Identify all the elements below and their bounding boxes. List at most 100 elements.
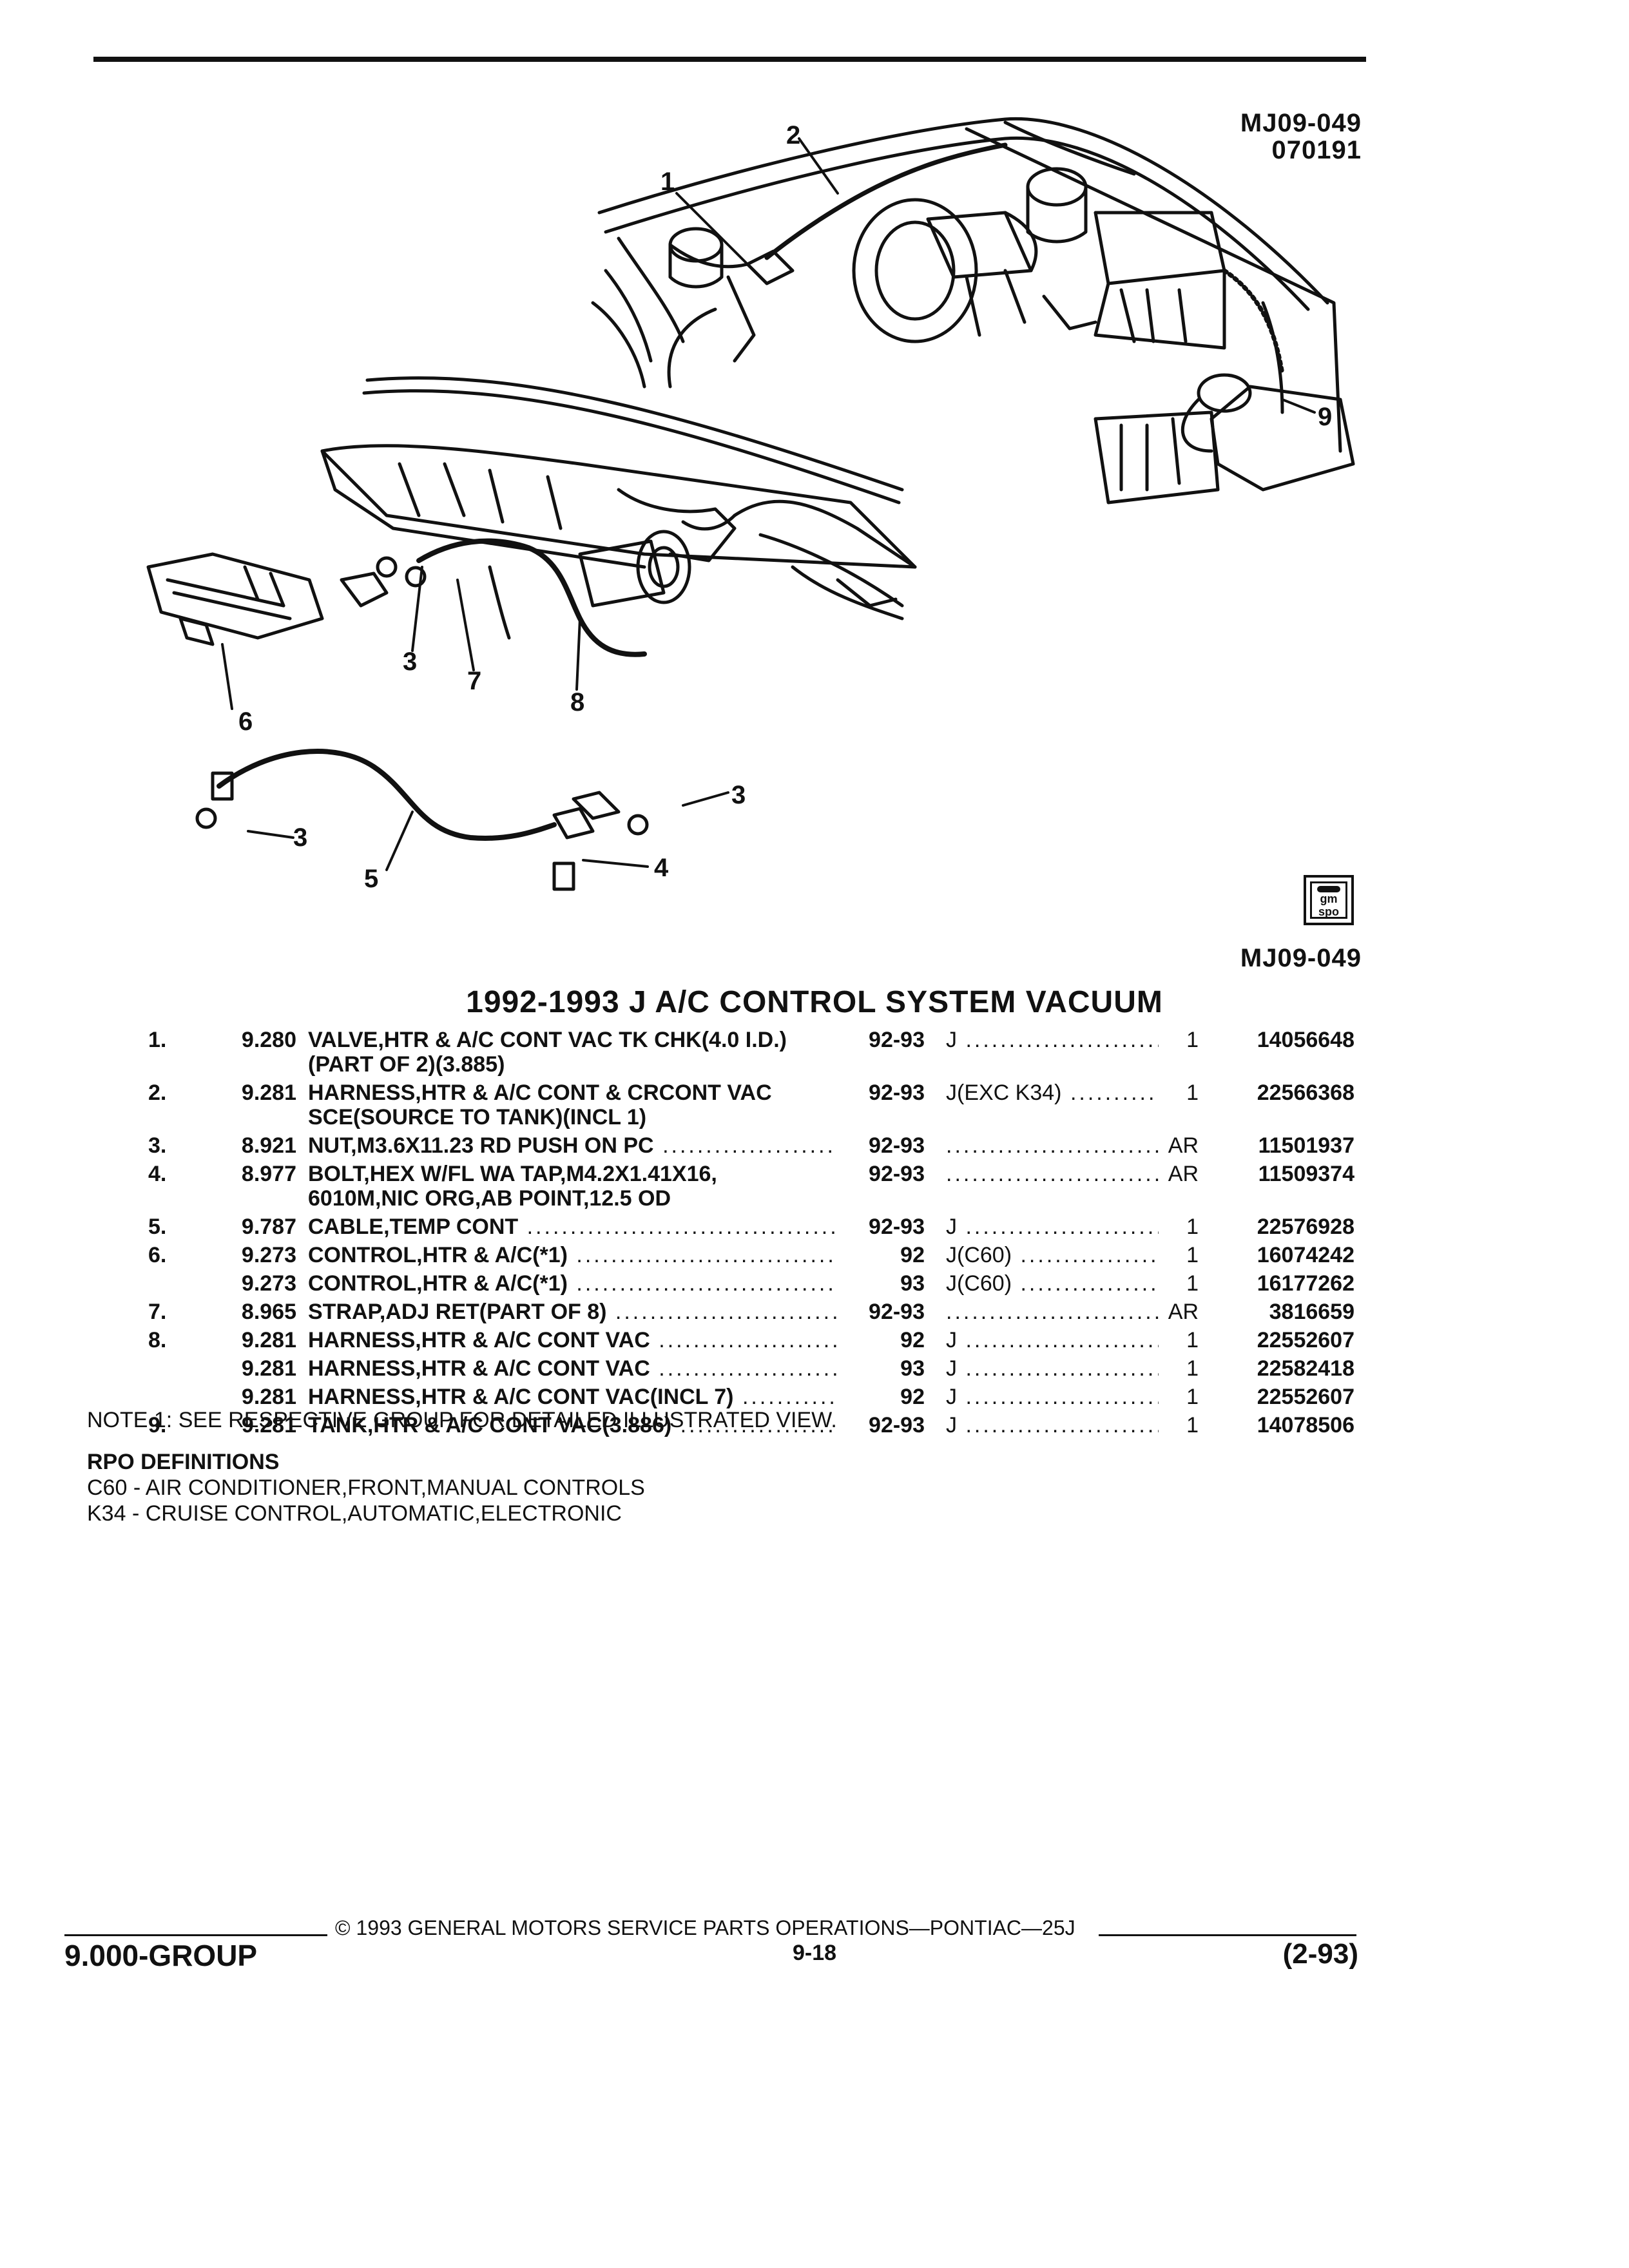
top-rule [93,57,1366,62]
part-usage: .............................. [946,1162,1159,1186]
part-desc-text: ,HEX W/FL WA TAP,M4.2X1.41X16, [363,1162,717,1186]
part-ref: 1. [148,1028,167,1052]
part-name: NUT [308,1133,351,1158]
part-years: 92-93 [869,1300,925,1324]
part-description: CONTROL,HTR & A/C(*1) ..................… [308,1271,836,1296]
part-group: 9.281 [241,1413,296,1437]
part-years: 92-93 [869,1081,925,1105]
part-years: 92 [900,1243,925,1267]
part-name: CONTROL [308,1271,417,1296]
part-usage: J(C60) .............................. [946,1243,1159,1267]
callout-1: 1 [660,168,675,196]
part-qty: 1 [1186,1385,1199,1409]
part-name: HARNESS [308,1385,416,1409]
part-name: STRAP [308,1300,380,1324]
part-description: CABLE,TEMP CONT ........................… [308,1215,836,1239]
part-years: 93 [900,1356,925,1381]
part-number: 14078506 [1257,1413,1354,1437]
part-number: 22576928 [1257,1215,1354,1239]
part-description: BOLT,HEX W/FL WA TAP,M4.2X1.41X16, [308,1162,836,1187]
footer-copyright: © 1993 GENERAL MOTORS SERVICE PARTS OPER… [335,1916,1075,1939]
part-usage: J .............................. [946,1356,1159,1381]
callout-5: 5 [364,865,379,893]
footer-rule-right [1099,1934,1356,1936]
part-years: 92-93 [869,1028,925,1052]
part-description: TANK,HTR & A/C CONT VAC(3.886) .........… [308,1413,836,1437]
part-name: HARNESS [308,1356,416,1381]
part-name: CONTROL [308,1243,417,1267]
part-number: 14056648 [1257,1028,1354,1052]
part-group: 9.280 [241,1028,296,1052]
part-usage: J .............................. [946,1328,1159,1352]
part-usage: J(EXC K34) .............................… [946,1081,1159,1105]
part-description: NUT,M3.6X11.23 RD PUSH ON PC ...........… [308,1133,836,1158]
part-years: 92-93 [869,1413,925,1437]
part-group: 8.921 [241,1133,296,1158]
rpo-heading: RPO DEFINITIONS [87,1450,280,1474]
part-desc-text: ,HTR & A/C CONT VAC(3.886) [367,1413,672,1437]
part-ref: 8. [148,1328,167,1352]
parts-table-row: 1. 9.280 92-93 1 14056648 VALVE,HTR & A/C CON… [0,1028,1629,1056]
part-description-line2: (PART OF 2)(3.885) [308,1052,505,1077]
part-description: HARNESS,HTR & A/C CONT & CRCONT VAC [308,1081,836,1106]
callout-3b: 3 [293,823,308,852]
part-qty: 1 [1186,1328,1199,1352]
part-desc-text: ,ADJ RET(PART OF 8) [379,1300,607,1324]
part-group: 9.281 [241,1356,296,1381]
part-group: 9.273 [241,1271,296,1296]
part-desc-text: ,HTR & A/C CONT & CRCONT VAC [415,1081,772,1105]
part-description: HARNESS,HTR & A/C CONT VAC .............… [308,1356,836,1381]
part-desc-text: ,HTR & A/C CONT VAC TK CHK(4.0 I.D.) [378,1028,787,1052]
part-qty: 1 [1186,1215,1199,1239]
part-years: 92-93 [869,1162,925,1186]
part-qty: 1 [1186,1356,1199,1381]
hvac-module-drawing [146,376,917,657]
part-desc-text: ,TEMP CONT [383,1215,519,1239]
part-group: 9.281 [241,1385,296,1409]
part-description: STRAP,ADJ RET(PART OF 8) ...............… [308,1300,836,1324]
callout-9: 9 [1318,403,1333,431]
part-usage: J .............................. [946,1215,1159,1239]
part-group: 9.281 [241,1081,296,1105]
part-years: 93 [900,1271,925,1296]
part-group: 8.965 [241,1300,296,1324]
part-qty: 1 [1186,1028,1199,1052]
footer-rule-left [64,1934,327,1936]
callout-4: 4 [654,854,669,882]
part-description-line2: 6010M,NIC ORG,AB POINT,12.5 OD [308,1186,671,1211]
part-description-line2: SCE(SOURCE TO TANK)(INCL 1) [308,1105,647,1129]
part-number: 22552607 [1257,1328,1354,1352]
part-group: 9.281 [241,1328,296,1352]
part-desc-text: ,HTR & A/C(*1) [416,1243,568,1267]
part-qty: AR [1168,1162,1199,1186]
part-years: 92-93 [869,1215,925,1239]
part-ref: 4. [148,1162,167,1186]
part-ref: 9. [148,1413,167,1437]
part-number: 16177262 [1257,1271,1354,1296]
part-name: BOLT [308,1162,364,1186]
part-usage: J .............................. [946,1413,1159,1437]
part-name: CABLE [308,1215,384,1239]
part-description: VALVE,HTR & A/C CONT VAC TK CHK(4.0 I.D.… [308,1028,836,1053]
part-number: 3816659 [1269,1300,1354,1324]
part-group: 9.787 [241,1215,296,1239]
temp-cable-drawing [195,749,649,891]
part-years: 92-93 [869,1133,925,1158]
part-number: 11501937 [1258,1133,1354,1158]
part-qty: 1 [1186,1081,1199,1105]
part-desc-text: ,HTR & A/C CONT VAC(INCL 7) [415,1385,734,1409]
part-years: 92 [900,1385,925,1409]
part-usage: J(C60) .............................. [946,1271,1159,1296]
part-group: 9.273 [241,1243,296,1267]
parts-illustration [146,117,1355,891]
part-desc-text: ,HTR & A/C CONT VAC [415,1328,650,1352]
